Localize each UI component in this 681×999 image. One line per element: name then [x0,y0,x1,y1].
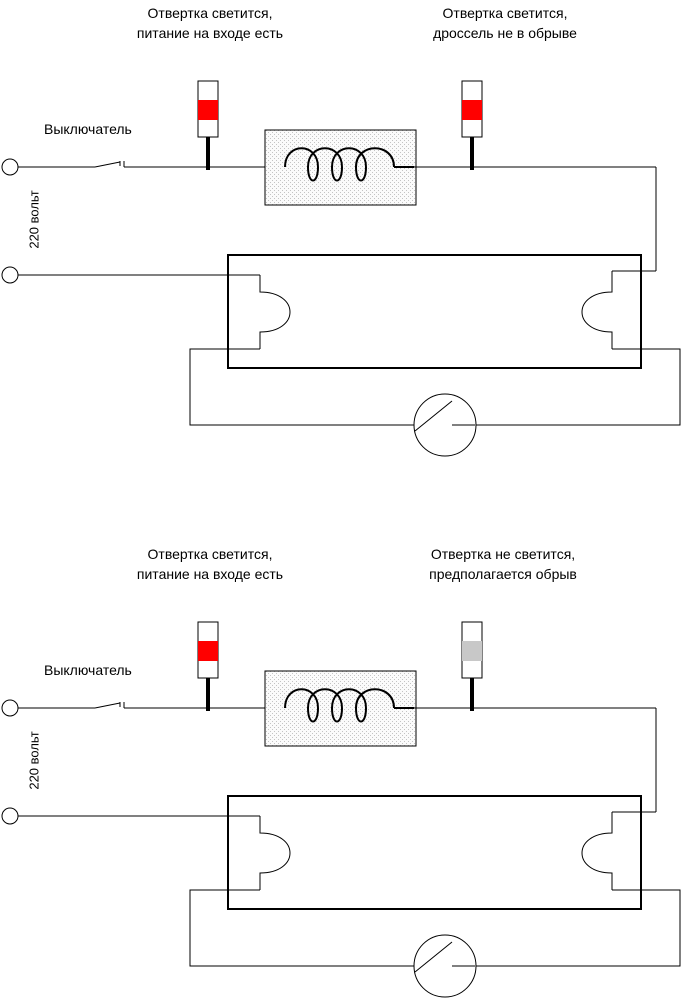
starter [413,393,477,457]
choke-coil [284,688,414,723]
screwdriver2 [461,621,483,711]
lamp-filament-left [259,275,291,349]
wire-starter-left [189,889,415,967]
screwdriver2-caption-line2: предполагается обрыв [429,566,577,582]
circuit-schematic [1,621,681,998]
wire-starter-right [475,889,681,967]
lamp-filament-right [581,812,613,890]
choke-body [264,670,417,747]
terminal-top [1,699,19,717]
choke-coil [284,147,414,182]
screwdriver2-caption: Отвертка не светится, предполагается обр… [393,544,613,584]
lamp-filament-left [259,816,291,890]
screwdriver1-caption-line2: питание на входе есть [136,566,284,582]
screwdriver2-caption-line2: дроссель не в обрыве [433,25,577,41]
screwdriver1-caption: Отвертка светится, питание на входе есть [110,544,310,584]
screwdriver2-indicator [462,100,482,120]
starter-contact [414,400,453,432]
circuit-schematic [1,80,681,457]
switch [94,161,125,168]
terminal-bottom [1,807,19,825]
starter [413,934,477,998]
screwdriver1 [197,80,219,170]
switch-label: Выключатель [44,662,132,678]
screwdriver2-indicator [462,641,482,661]
screwdriver2-caption-line1: Отвертка не светится, [430,546,576,562]
lamp-tube [227,254,642,369]
starter-contact [414,941,453,973]
lamp-filament-right [581,271,613,349]
screwdriver1-indicator [198,100,218,120]
terminal-top [1,158,19,176]
screwdriver2-caption: Отвертка светится, дроссель не в обрыве [395,3,615,43]
circuit-diagram-bottom: Отвертка светится, питание на входе есть… [0,541,681,999]
circuit-diagram-top: Отвертка светится, питание на входе есть… [1,3,681,457]
choke-body [264,129,417,206]
screwdriver1-caption: Отвертка светится, питание на входе есть [110,3,310,43]
screwdriver1-indicator [198,641,218,661]
lamp-tube [227,795,642,910]
screwdriver2 [461,80,483,170]
switch-label: Выключатель [44,121,132,137]
switch [94,702,125,709]
screwdriver1 [197,621,219,711]
screwdriver2-caption-line1: Отвертка светится, [442,5,568,21]
wire-starter-right [475,348,681,426]
screwdriver1-caption-line1: Отвертка светится, [147,5,273,21]
screwdriver1-caption-line2: питание на входе есть [136,25,284,41]
screwdriver1-caption-line1: Отвертка светится, [147,546,273,562]
wire-starter-left [189,348,415,426]
terminal-bottom [1,266,19,284]
